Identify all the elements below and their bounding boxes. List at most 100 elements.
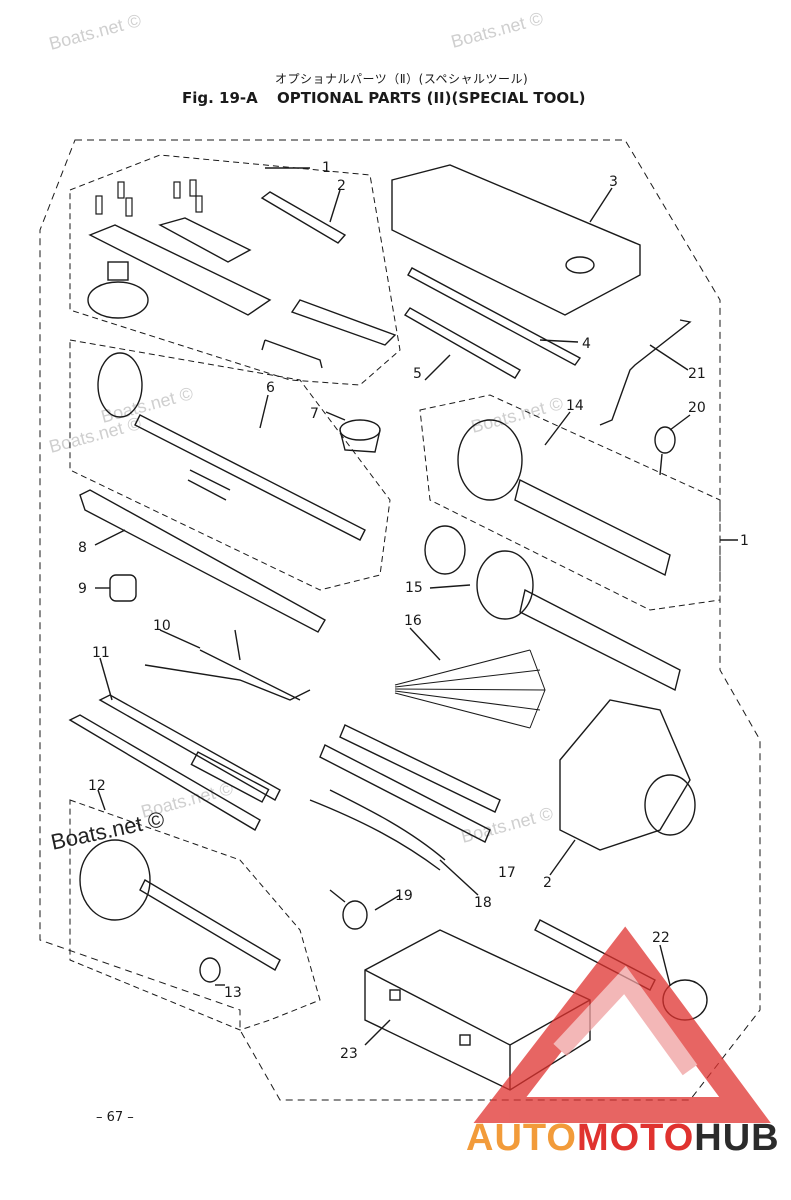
- eye-bolt-19: [342, 900, 368, 930]
- callout-1b: 1: [740, 533, 749, 549]
- callout-21: 21: [688, 366, 706, 382]
- figure-label: Fig. 19-A: [182, 89, 258, 107]
- figure-title: Fig. 19-A OPTIONAL PARTS (II)(SPECIAL TO…: [182, 89, 586, 107]
- bolts: [95, 179, 203, 217]
- leader: [259, 394, 269, 429]
- callout-12: 12: [88, 778, 106, 794]
- pin-2: [260, 191, 347, 244]
- leader: [659, 944, 671, 986]
- brand-hub: HUB: [694, 1117, 780, 1159]
- handle-bar: [290, 299, 397, 346]
- eye-bolt-20: [654, 426, 676, 454]
- rod-5: [403, 307, 521, 379]
- leader: [549, 839, 576, 876]
- hex-key: [261, 339, 323, 369]
- leader: [329, 189, 341, 223]
- leader: [424, 354, 451, 381]
- feeler-gauge-16: [394, 649, 546, 729]
- brand-auto: AUTO: [466, 1117, 577, 1159]
- callout-1: 1: [322, 160, 331, 176]
- leader: [589, 187, 613, 223]
- callout-10: 10: [153, 618, 171, 634]
- group-outline-12: [69, 799, 321, 1031]
- clamp-block: [190, 751, 270, 803]
- cup-7: [339, 419, 381, 441]
- eye-bolt-shank: [659, 453, 663, 476]
- group-outline-14: [419, 394, 721, 611]
- tool-case-23: [364, 929, 591, 1091]
- leader: [325, 411, 346, 421]
- puller-disc-14: [457, 419, 523, 501]
- leader: [649, 344, 689, 371]
- bent-wire-21: [599, 319, 692, 426]
- callout-11: 11: [92, 645, 110, 661]
- callout-20: 20: [688, 400, 706, 416]
- callout-5: 5: [413, 366, 422, 382]
- bracket-plate-2: [158, 217, 252, 263]
- case-latch: [389, 989, 401, 1001]
- callout-17: 17: [498, 865, 516, 881]
- tool-11: [98, 694, 281, 801]
- lever-8: [79, 489, 326, 633]
- puller-shaft-6: [134, 414, 366, 541]
- nut-9: [109, 574, 137, 602]
- callout-23: 23: [340, 1046, 358, 1062]
- pliers-10: [144, 629, 311, 701]
- callout-2: 2: [337, 178, 346, 194]
- callout-14: 14: [566, 398, 584, 414]
- nut: [107, 261, 129, 281]
- callout-6: 6: [266, 380, 275, 396]
- page-number: – 67 –: [96, 1110, 134, 1125]
- callout-8: 8: [78, 540, 87, 556]
- pliers-18: [309, 789, 446, 871]
- callout-13: 13: [224, 985, 242, 1001]
- leader: [364, 1019, 391, 1046]
- leader: [539, 339, 579, 343]
- outer-outline: [39, 139, 761, 1101]
- callout-4: 4: [582, 336, 591, 352]
- puller-disc: [97, 352, 143, 418]
- figure-caption: OPTIONAL PARTS (II)(SPECIAL TOOL): [277, 89, 586, 107]
- plate-boss: [565, 256, 595, 274]
- callout-22: 22: [652, 930, 670, 946]
- autmotohub-logo-icon: [473, 926, 771, 1123]
- plate-3: [391, 164, 641, 316]
- leader: [439, 859, 479, 896]
- callout-18: 18: [474, 895, 492, 911]
- callout-3: 3: [609, 174, 618, 190]
- leader: [544, 411, 571, 446]
- tool-17: [339, 724, 501, 813]
- leader: [97, 789, 106, 811]
- bell-housing-2: [559, 699, 691, 851]
- callout-2b: 2: [543, 875, 552, 891]
- callout-19: 19: [395, 888, 413, 904]
- group-outline-1: [69, 154, 401, 386]
- tool-11b: [68, 714, 261, 831]
- bracket-plate: [88, 224, 272, 316]
- tool-17b: [319, 744, 491, 843]
- leader: [374, 894, 401, 911]
- callout-15: 15: [405, 580, 423, 596]
- puller-screw-12: [139, 879, 281, 971]
- callout-7: 7: [310, 406, 319, 422]
- disc-15b: [476, 550, 534, 620]
- leader: [429, 584, 471, 589]
- disc-15a: [424, 525, 466, 575]
- bell-end: [644, 774, 696, 836]
- leader: [99, 657, 113, 701]
- puller-tube: [187, 469, 231, 501]
- brand-wordmark: AUTOMOTOHUB: [466, 1117, 780, 1160]
- japanese-title: オプショナルパーツ（Ⅱ）(スペシャルツール): [275, 72, 529, 86]
- leader: [94, 529, 126, 546]
- leader: [159, 629, 201, 649]
- rod-4: [407, 267, 582, 366]
- puller-disc-12: [79, 839, 151, 921]
- shaft-15: [519, 588, 681, 692]
- group-outline-6: [69, 339, 391, 591]
- puller-shaft-14: [514, 478, 671, 577]
- callout-9: 9: [78, 581, 87, 597]
- case-latch: [459, 1034, 471, 1046]
- flange-disc: [87, 281, 149, 319]
